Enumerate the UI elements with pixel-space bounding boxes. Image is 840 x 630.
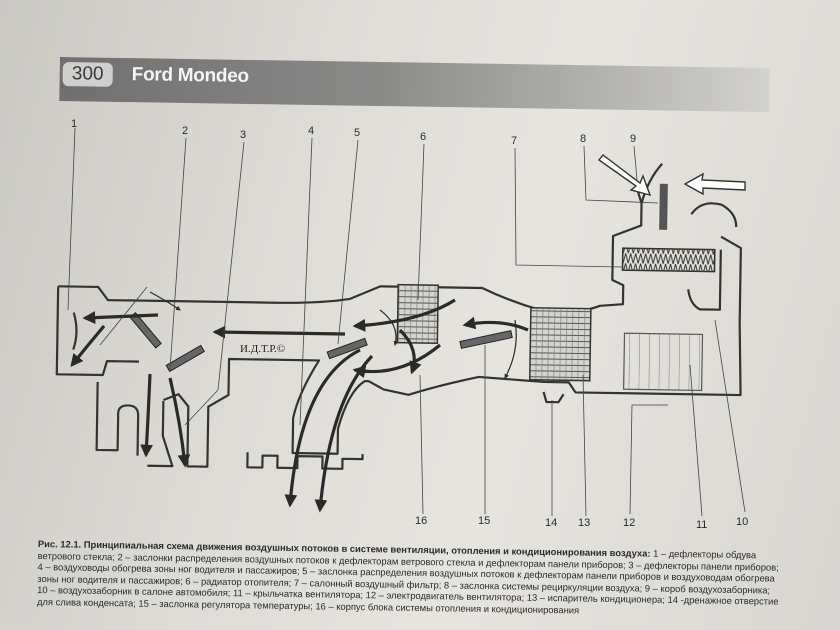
- callout-5: 5: [354, 127, 360, 139]
- caption-text: 1 – дефлекторы обдува ветрового стекла; …: [36, 547, 779, 616]
- watermark: И.Д.Т.Р.©: [240, 343, 285, 355]
- footwell-duct: [246, 452, 364, 470]
- flaps: [129, 312, 513, 373]
- left-inner: [72, 312, 78, 350]
- callout-labels: 1 2 3 4 5 6 7 8 9 10 11 12 13 14 15 16: [71, 118, 748, 531]
- panel-duct-left: [95, 381, 140, 456]
- evaporator: [528, 306, 592, 382]
- blower-fan: [623, 332, 704, 392]
- figure-caption: Рис. 12.1. Принципиальная схема движения…: [37, 538, 783, 619]
- callout-13: 13: [578, 517, 590, 529]
- panel-duct-mid: [147, 400, 174, 468]
- housing-outline-top: [58, 178, 643, 314]
- intake-bend: [687, 249, 722, 311]
- airflow-arrows: [70, 298, 529, 513]
- callout-9: 9: [630, 133, 636, 145]
- callout-3: 3: [240, 129, 246, 141]
- callout-11: 11: [696, 519, 707, 531]
- callout-2: 2: [182, 125, 188, 137]
- center-drain: [542, 391, 565, 404]
- callout-1: 1: [71, 118, 77, 130]
- callout-10: 10: [736, 516, 748, 528]
- windshield-duct: [55, 286, 140, 377]
- flap-temperature: [459, 330, 513, 349]
- intake-duct-right: [163, 235, 742, 468]
- flap-panel: [165, 344, 206, 373]
- callout-16: 16: [415, 515, 427, 527]
- upper-loop: [640, 163, 663, 204]
- callout-14: 14: [545, 517, 557, 529]
- flap-windshield: [129, 312, 162, 349]
- callout-8: 8: [580, 133, 586, 145]
- callout-15: 15: [478, 515, 490, 527]
- flap-footwell: [326, 337, 368, 360]
- callout-4: 4: [308, 125, 314, 137]
- callout-7: 7: [511, 135, 517, 147]
- recirc-hood: [690, 202, 738, 227]
- leader-lines: [67, 127, 746, 517]
- callout-12: 12: [623, 517, 635, 529]
- recirc-flap: [659, 183, 668, 230]
- intake-arrows: [597, 154, 746, 197]
- cabin-filter: [621, 247, 716, 273]
- callout-6: 6: [420, 131, 426, 143]
